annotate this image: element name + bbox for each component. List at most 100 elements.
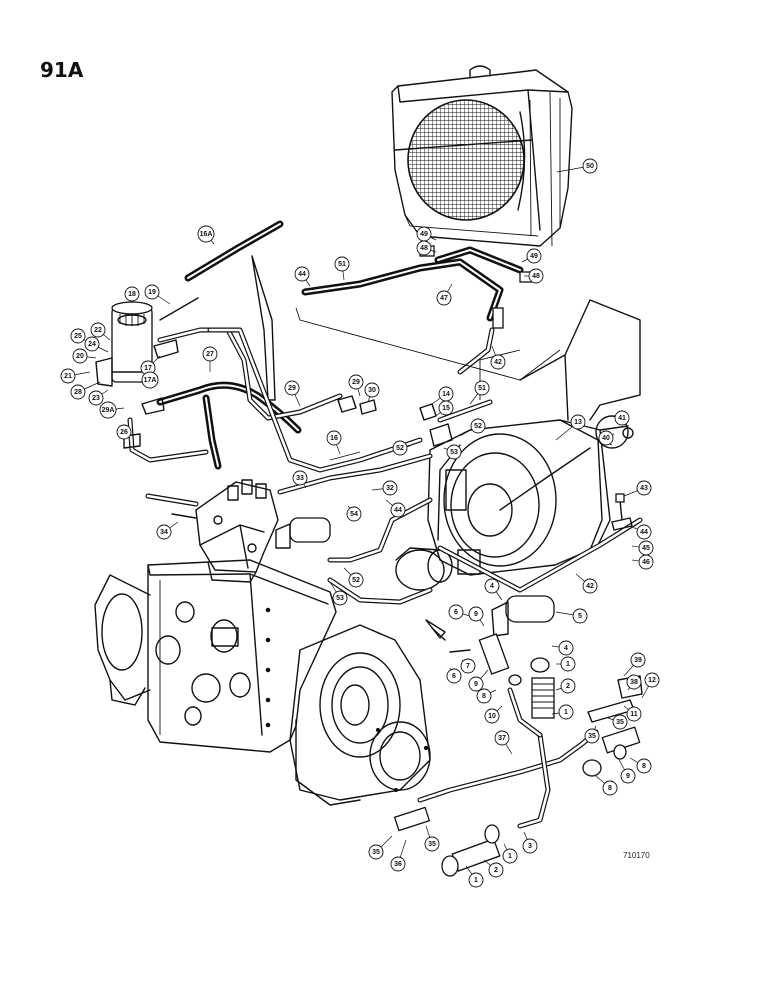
part-callout: 30 (364, 382, 380, 403)
part-callout: 1 (465, 865, 484, 888)
part-callout: 1 (556, 656, 576, 672)
part-callout: 34 (156, 521, 179, 540)
callout-label: 15 (442, 405, 450, 412)
part-callout: 47 (436, 283, 453, 306)
callout-label: 32 (386, 485, 394, 492)
part-callout: 32 (371, 480, 398, 496)
callout-label: 16A (200, 231, 213, 238)
callout-bubble (144, 284, 160, 300)
part-callout: 23 (88, 389, 109, 406)
fittings (123, 245, 643, 877)
part-callout: 1 (551, 704, 574, 720)
part-callout: 41 (614, 410, 630, 426)
part-callout: 54 (346, 505, 362, 522)
callout-label: 8 (642, 763, 646, 770)
callout-label: 39 (634, 657, 642, 664)
part-callout: 8 (629, 757, 652, 774)
callout-label: 13 (574, 419, 582, 426)
callout-label: 17 (144, 365, 152, 372)
callout-bubble (626, 706, 642, 722)
callout-bubble (141, 371, 159, 389)
part-callout: 49 (416, 226, 437, 242)
callout-bubble (560, 678, 576, 694)
callout-bubble (644, 672, 660, 688)
part-callout: 22 (90, 322, 111, 341)
callout-bubble (460, 658, 476, 674)
part-callout: 35 (607, 714, 628, 730)
part-callout: 24 (84, 336, 109, 353)
callout-label: 43 (640, 485, 648, 492)
part-callout: 36 (390, 839, 407, 872)
callout-bubble (332, 590, 348, 606)
callout-label: 27 (206, 351, 214, 358)
part-callout: 39 (623, 652, 646, 677)
callout-label: 41 (618, 415, 626, 422)
callout-label: 48 (532, 273, 540, 280)
radiator (391, 65, 573, 247)
callout-label: 1 (474, 877, 478, 884)
callout-label: 44 (640, 529, 648, 536)
part-callout: 2 (483, 859, 504, 878)
callout-bubble (438, 400, 454, 416)
callout-bubble (630, 652, 646, 668)
part-callout: 53 (329, 581, 348, 606)
callout-bubble (197, 225, 215, 243)
callout-label: 42 (586, 583, 594, 590)
part-callout: 28 (70, 381, 101, 400)
part-callout: 53 (443, 444, 462, 460)
callout-label: 52 (352, 577, 360, 584)
part-callout: 11 (623, 705, 642, 722)
callout-label: 35 (588, 733, 596, 740)
callout-label: 29 (288, 385, 296, 392)
callout-label: 21 (64, 373, 72, 380)
part-callout: 51 (469, 380, 490, 405)
part-callout: 6 (446, 667, 462, 684)
callout-bubble (468, 872, 484, 888)
part-callout: 8 (595, 775, 618, 796)
callout-bubble (202, 346, 218, 362)
part-callout: 20 (72, 348, 97, 364)
part-callout: 33 (292, 470, 308, 489)
callout-label: 46 (642, 559, 650, 566)
callout-bubble (560, 656, 576, 672)
callout-label: 53 (336, 595, 344, 602)
callout-label: 22 (94, 327, 102, 334)
callout-label: 9 (626, 773, 630, 780)
callout-label: 10 (488, 713, 496, 720)
callout-bubble (468, 676, 484, 692)
callout-bubble (572, 608, 588, 624)
callout-label: 44 (298, 271, 306, 278)
part-callout: 51 (334, 256, 350, 281)
callout-label: 7 (466, 663, 470, 670)
part-callout: 35 (584, 725, 600, 744)
callout-bubble (392, 440, 408, 456)
callout-bubble (620, 768, 636, 784)
part-callout: 44 (385, 499, 406, 518)
callout-bubble (70, 384, 86, 400)
callout-bubble (72, 348, 88, 364)
part-callout: 29 (348, 374, 364, 397)
callout-label: 6 (454, 609, 458, 616)
callout-bubble (582, 578, 598, 594)
part-callout: 37 (494, 730, 513, 755)
part-callout: 52 (392, 440, 411, 456)
callout-label: 8 (608, 785, 612, 792)
callout-label: 29 (352, 379, 360, 386)
part-callout: 29 (284, 380, 301, 407)
part-callout: 2 (555, 678, 576, 694)
callout-bubble (334, 256, 350, 272)
callout-bubble (522, 838, 538, 854)
part-callout: 44 (629, 524, 652, 540)
callout-label: 37 (498, 735, 506, 742)
callout-bubble (584, 728, 600, 744)
part-callout: 21 (60, 368, 91, 384)
callout-bubble (390, 856, 406, 872)
callout-bubble (484, 578, 500, 594)
callout-bubble (390, 502, 406, 518)
callout-label: 29A (102, 407, 115, 414)
callout-label: 42 (494, 359, 502, 366)
callout-bubble (88, 390, 104, 406)
callout-bubble (99, 401, 117, 419)
part-callout: 45 (631, 540, 654, 556)
